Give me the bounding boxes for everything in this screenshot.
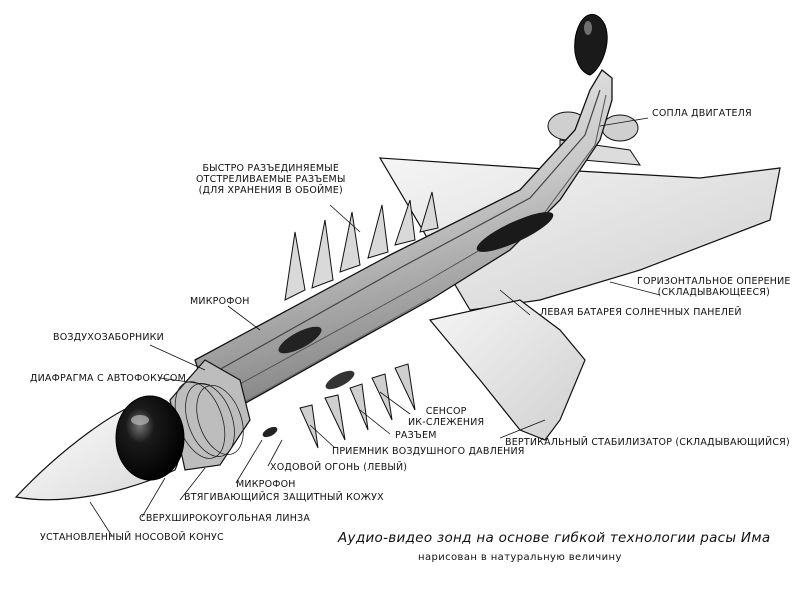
label-ir-sensor: сенсор ик-слежения [408,406,484,428]
label-microphone-bottom: микрофон [236,479,296,490]
label-line: горизонтальное оперение [637,276,791,287]
label-horizontal-fin: горизонтальное оперение (складывающееся) [637,276,791,298]
label-connector: разъем [395,430,437,441]
left-solar-battery [476,212,554,252]
label-line: сенсор [425,406,467,417]
label-line: (складывающееся) [657,287,770,298]
label-line: (для хранения в обойме) [198,185,343,196]
label-running-light: ходовой огонь (левый) [270,462,408,473]
label-left-solar-battery: левая батарея солнечных панелей [540,307,742,318]
label-removable-connectors: быстро разъединяемые отстреливаемые разъ… [196,163,346,196]
wide-angle-lens [115,395,185,481]
label-engine-nozzle: сопла двигателя [652,108,752,119]
dorsal-connectors [284,191,439,301]
air-intake-opening [278,326,322,354]
caption-title: Аудио-видео зонд на основе гибкой технол… [338,530,771,546]
label-wide-angle-lens: сверхширокоугольная линза [139,513,311,524]
tail-tip [574,13,608,76]
label-microphone-top: микрофон [190,296,250,307]
label-autofocus-diaphragm: диафрагма с автофокусом [30,373,186,384]
label-nose-cone: установленный носовой конус [40,532,224,543]
label-line: быстро разъединяемые [202,163,340,174]
leader-lines [89,117,661,537]
retractable-casing [169,359,251,471]
vertical-stabilizer [428,299,586,441]
label-line: ик-слежения [408,417,485,428]
label-air-pressure-receiver: приемник воздушного давления [332,446,525,457]
label-retractable-casing: втягивающийся защитный кожух [184,492,384,503]
caption-subtitle: нарисован в натуральную величину [418,552,622,563]
ventral-spikes [299,363,416,449]
label-vertical-stabilizer: вертикальный стабилизатор (складывающийс… [505,437,790,448]
label-air-intakes: воздухозаборники [53,332,164,343]
label-line: отстреливаемые разъемы [196,174,346,185]
